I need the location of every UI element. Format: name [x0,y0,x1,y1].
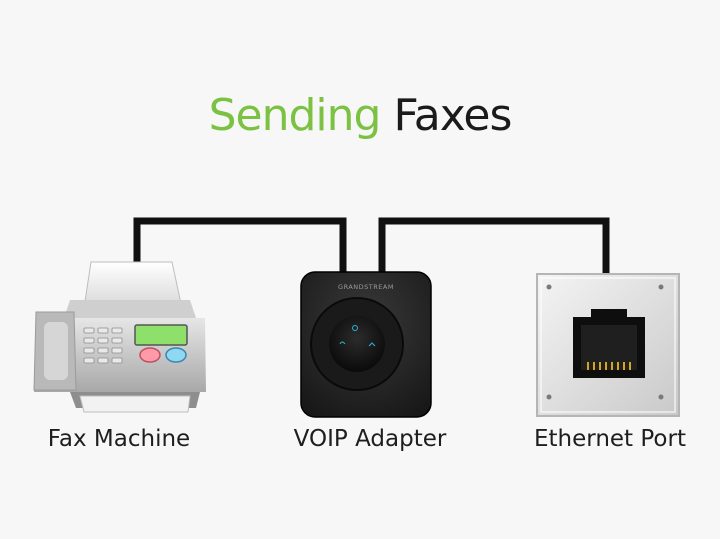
label-voip-adapter: VOIP Adapter [293,426,447,452]
cable-adapter-to-ethernet [378,217,610,278]
title-word-faxes: Faxes [393,90,512,141]
fax-machine-icon [33,261,206,413]
voip-adapter-icon: GRANDSTREAM [300,271,432,418]
diagram-title: Sending Faxes [0,86,720,146]
adapter-brand-label: GRANDSTREAM [338,283,394,291]
ethernet-port-icon [536,273,680,417]
label-ethernet-port: Ethernet Port [534,426,686,452]
cable-fax-to-adapter [133,217,347,275]
title-word-sending: Sending [208,90,382,141]
label-fax-machine: Fax Machine [47,426,191,452]
